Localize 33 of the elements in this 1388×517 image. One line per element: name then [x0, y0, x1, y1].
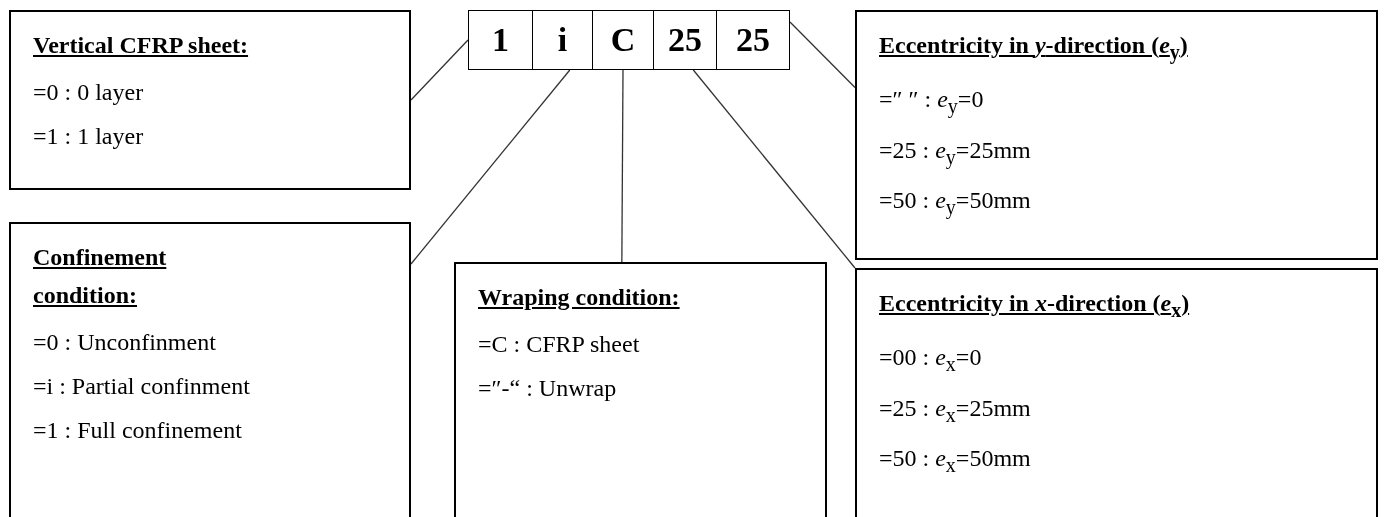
code-cell: 25 — [716, 10, 790, 70]
definition-line: =0 : Unconfinment — [33, 328, 217, 357]
box-heading: Confinement condition: — [33, 243, 168, 310]
definition-line: =1 : 1 layer — [33, 122, 145, 151]
definition-line: =i : Partial confinment — [33, 372, 251, 401]
leader-line — [692, 69, 856, 269]
box-heading: Eccentricity in x-direction (e$_{x}$) — [879, 289, 1191, 323]
legend-box — [9, 222, 411, 517]
box-heading: Wraping condition: — [478, 283, 681, 312]
code-cell: 25 — [653, 10, 717, 70]
code-cell: i — [532, 10, 593, 70]
leader-line — [621, 69, 624, 263]
legend-box — [855, 10, 1378, 260]
definition-line: =0 : 0 layer — [33, 78, 145, 107]
leader-line — [410, 69, 571, 265]
definition-line: =″ ″ : e$_{y}$=0 — [879, 84, 985, 120]
code-cell: 1 — [468, 10, 533, 70]
legend-box — [454, 262, 827, 517]
box-heading: Eccentricity in y-direction (e$_{y}$) — [879, 31, 1189, 66]
legend-box — [855, 268, 1378, 517]
definition-line: =25 : e$_{x}$=25mm — [879, 393, 1032, 428]
definition-line: =50 : e$_{y}$=50mm — [879, 186, 1032, 221]
definition-line: =25 : e$_{y}$=25mm — [879, 135, 1032, 171]
definition-line: =C : CFRP sheet — [478, 330, 641, 359]
box-heading: Vertical CFRP sheet: — [33, 31, 250, 60]
definition-line: =50 : e$_{x}$=50mm — [879, 444, 1032, 479]
legend-box — [9, 10, 411, 190]
leader-line — [410, 39, 469, 101]
definition-line: =00 : e$_{x}$=0 — [879, 342, 983, 377]
definition-line: =″-“ : Unwrap — [478, 374, 618, 403]
code-cell: C — [592, 10, 654, 70]
leader-line — [789, 21, 856, 89]
definition-line: =1 : Full confinement — [33, 416, 243, 445]
